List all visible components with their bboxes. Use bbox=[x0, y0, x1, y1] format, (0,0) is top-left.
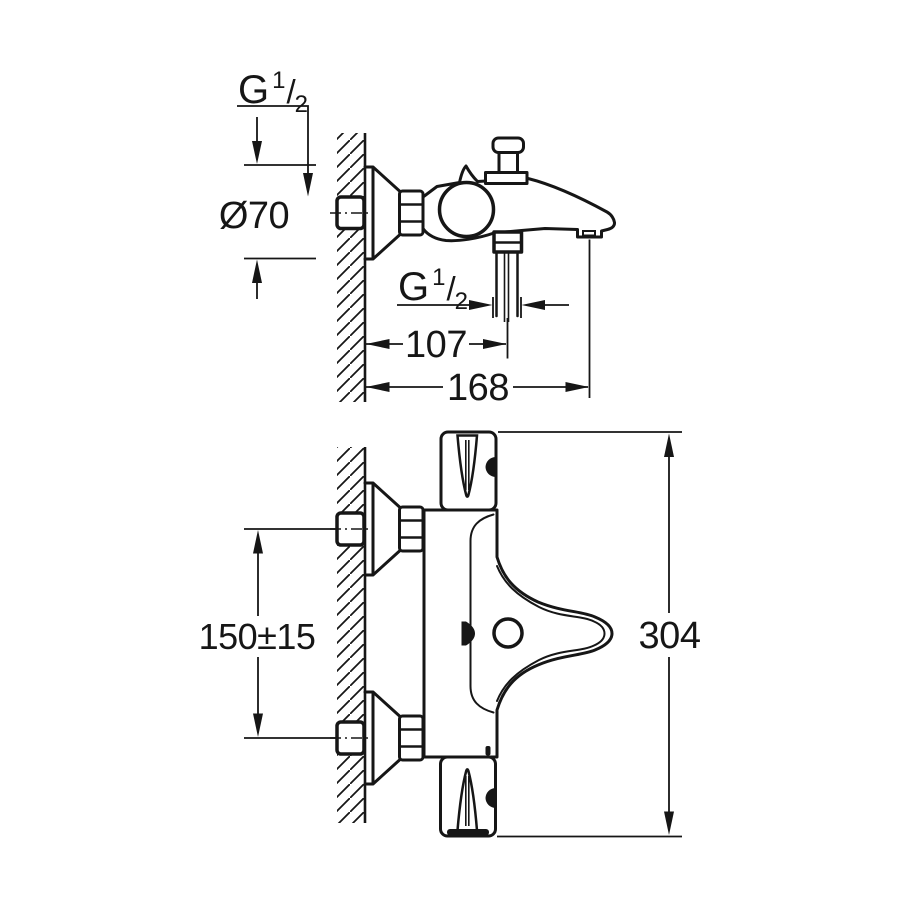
extension-lines bbox=[497, 431, 682, 838]
handle-safety-button bbox=[485, 457, 496, 477]
spout-end-circle bbox=[492, 617, 524, 649]
dimension-escutcheon-diameter: Ø70 bbox=[219, 117, 316, 299]
arrowhead-down bbox=[664, 811, 674, 835]
union-hex-nut bbox=[398, 189, 425, 237]
thermostat-handle-profile bbox=[437, 180, 496, 239]
body-inner-contour bbox=[469, 513, 495, 714]
arrowhead-right bbox=[469, 300, 493, 310]
extension-lines bbox=[244, 528, 337, 739]
dimension-connection-spacing: 150±15 bbox=[199, 528, 337, 739]
diverter-stem bbox=[497, 150, 519, 174]
union-hex-nut bbox=[398, 714, 425, 762]
dimension-overall-height: 304 bbox=[497, 431, 701, 838]
arrowhead-left bbox=[521, 300, 545, 310]
arrowhead-left bbox=[366, 382, 390, 392]
hex-facet-lines bbox=[398, 519, 425, 539]
wall-to-shower-outlet-label: 107 bbox=[405, 324, 467, 366]
shower-hose-nipple bbox=[503, 252, 510, 322]
diverter-base-flange bbox=[484, 171, 529, 185]
hex-facet-lines bbox=[398, 203, 425, 223]
arrowhead-down bbox=[253, 713, 263, 737]
lower-handle bbox=[439, 755, 497, 838]
handle-grip-slot bbox=[456, 434, 479, 498]
grip-center-lines bbox=[465, 440, 470, 490]
arrowhead-up bbox=[252, 259, 262, 283]
arrowhead-up bbox=[664, 433, 674, 457]
arrowhead-down bbox=[252, 141, 262, 164]
wall-to-spout-outlet-label: 168 bbox=[447, 367, 509, 409]
wall-hatching bbox=[337, 447, 365, 823]
handle-safety-button bbox=[485, 788, 496, 808]
extension-lines bbox=[244, 164, 316, 260]
shower-outlet-pipe bbox=[495, 250, 519, 318]
shower-outlet bbox=[492, 230, 524, 322]
arrowhead-down bbox=[303, 173, 313, 197]
escutcheon-cone bbox=[363, 481, 401, 577]
temperature-lever-front bbox=[461, 621, 475, 646]
aerator-outlet bbox=[582, 230, 596, 237]
escutcheon-diameter-label: Ø70 bbox=[219, 195, 289, 237]
handle-grip-slot bbox=[456, 768, 479, 832]
escutcheon-cone bbox=[363, 165, 401, 261]
arrowhead-left bbox=[366, 339, 390, 349]
overall-height-label: 304 bbox=[639, 615, 701, 657]
diverter-cap bbox=[491, 136, 525, 154]
connection-spacing-label: 150±15 bbox=[199, 616, 316, 657]
dimension-lines bbox=[397, 297, 569, 318]
hex-facet-lines bbox=[398, 728, 425, 748]
dimension-wall-to-shower-outlet: 107 bbox=[366, 318, 509, 366]
grip-center-lines bbox=[465, 776, 470, 826]
body-notch-mark bbox=[485, 746, 491, 756]
escutcheon-cone bbox=[363, 690, 401, 786]
wall-hatching bbox=[337, 133, 365, 402]
wall-union-lower bbox=[330, 690, 425, 786]
wall-union-top-view bbox=[330, 165, 425, 261]
front-view-elevation: 150±15 304 bbox=[199, 430, 701, 838]
dimension-wall-to-spout-outlet: 168 bbox=[366, 239, 591, 409]
spout-inner-contour bbox=[496, 565, 606, 702]
union-hex-nut bbox=[398, 505, 425, 553]
upper-handle bbox=[439, 430, 498, 512]
arrowhead-up bbox=[253, 530, 263, 554]
arrowhead-right bbox=[565, 382, 589, 392]
arrowhead-right bbox=[483, 339, 507, 349]
leader-line bbox=[237, 105, 309, 176]
